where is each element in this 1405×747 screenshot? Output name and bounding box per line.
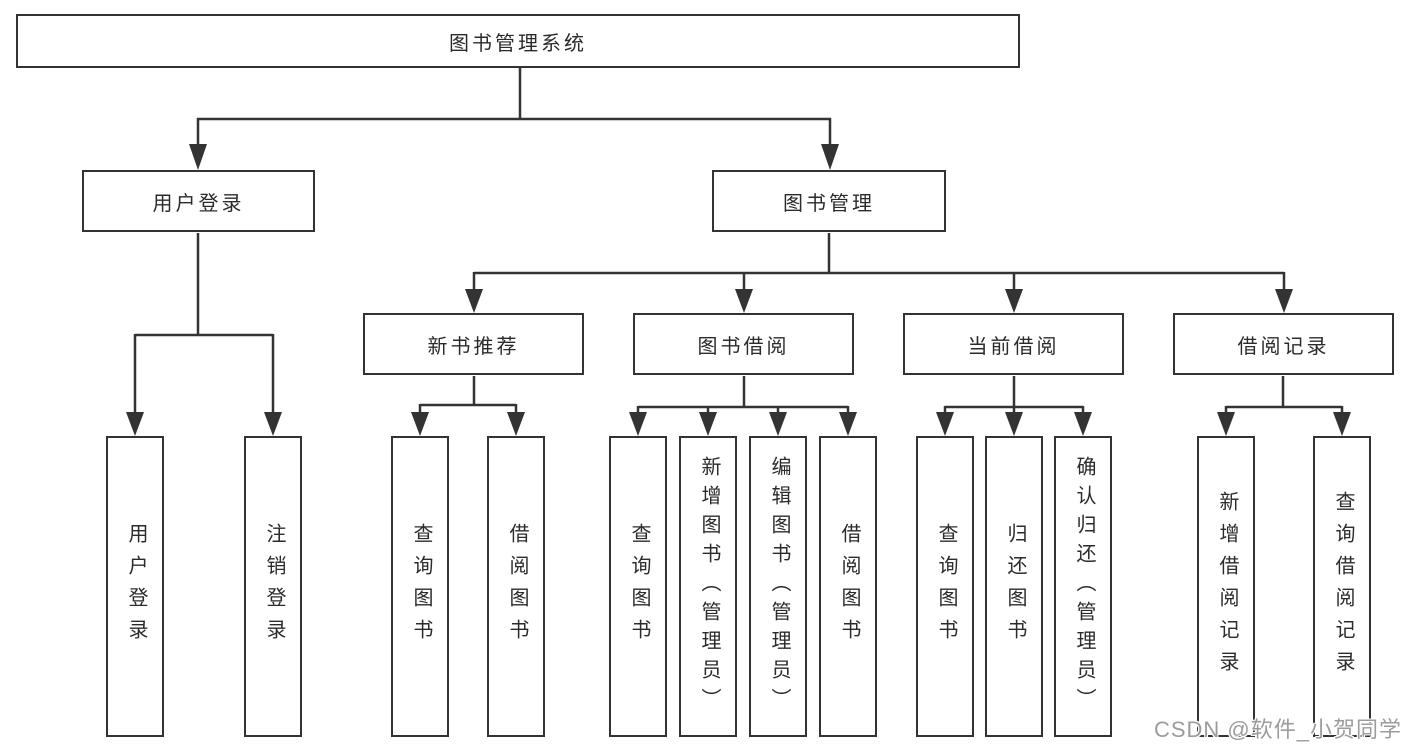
leaf-add-book-admin: 新增图书（管理员）: [679, 436, 737, 737]
leaf-label: 查询图书: [628, 522, 650, 651]
leaf-borrow-book: 借阅图书: [487, 436, 545, 737]
node-new-book-recommend: 新书推荐: [363, 313, 584, 375]
leaf-label: 查询图书: [410, 522, 432, 651]
node-user-login: 用户登录: [82, 170, 315, 232]
leaf-query-borrow-record: 查询借阅记录: [1313, 436, 1371, 737]
arrowheads: [126, 144, 1351, 436]
leaf-confirm-return-admin: 确认归还（管理员）: [1054, 436, 1112, 737]
leaf-label: 编辑图书（管理员）: [768, 456, 790, 717]
node-label: 当前借阅: [967, 335, 1060, 358]
node-label: 新书推荐: [427, 335, 520, 358]
node-current-borrow: 当前借阅: [903, 313, 1124, 375]
leaf-label: 新增图书（管理员）: [698, 456, 720, 717]
leaf-add-borrow-record: 新增借阅记录: [1197, 436, 1255, 737]
leaf-label: 注销登录: [263, 522, 285, 651]
node-label: 图书借阅: [697, 335, 790, 358]
leaf-borrow-book: 借阅图书: [819, 436, 877, 737]
leaf-label: 新增借阅记录: [1216, 490, 1238, 683]
leaf-user-login: 用户登录: [106, 436, 164, 737]
leaf-query-book: 查询图书: [609, 436, 667, 737]
node-book-management: 图书管理: [712, 170, 946, 232]
node-label: 借阅记录: [1237, 335, 1330, 358]
node-library-management-system: 图书管理系统: [16, 14, 1020, 68]
node-borrow-records: 借阅记录: [1173, 313, 1394, 375]
leaf-return-book: 归还图书: [985, 436, 1043, 737]
node-label: 图书管理系统: [449, 32, 587, 55]
leaf-label: 借阅图书: [506, 522, 528, 651]
leaf-query-book: 查询图书: [391, 436, 449, 737]
node-book-borrow: 图书借阅: [633, 313, 854, 375]
leaf-label: 借阅图书: [838, 522, 860, 651]
leaf-label: 确认归还（管理员）: [1073, 456, 1095, 717]
node-label: 用户登录: [152, 192, 245, 215]
leaf-label: 用户登录: [125, 522, 147, 651]
leaf-label: 查询借阅记录: [1332, 490, 1354, 683]
node-label: 图书管理: [783, 192, 875, 215]
csdn-watermark: CSDN @软件_小贺同学: [1153, 717, 1402, 742]
leaf-logout: 注销登录: [244, 436, 302, 737]
leaf-edit-book-admin: 编辑图书（管理员）: [749, 436, 807, 737]
leaf-label: 查询图书: [935, 522, 957, 651]
leaf-query-book: 查询图书: [916, 436, 974, 737]
leaf-label: 归还图书: [1004, 522, 1026, 651]
